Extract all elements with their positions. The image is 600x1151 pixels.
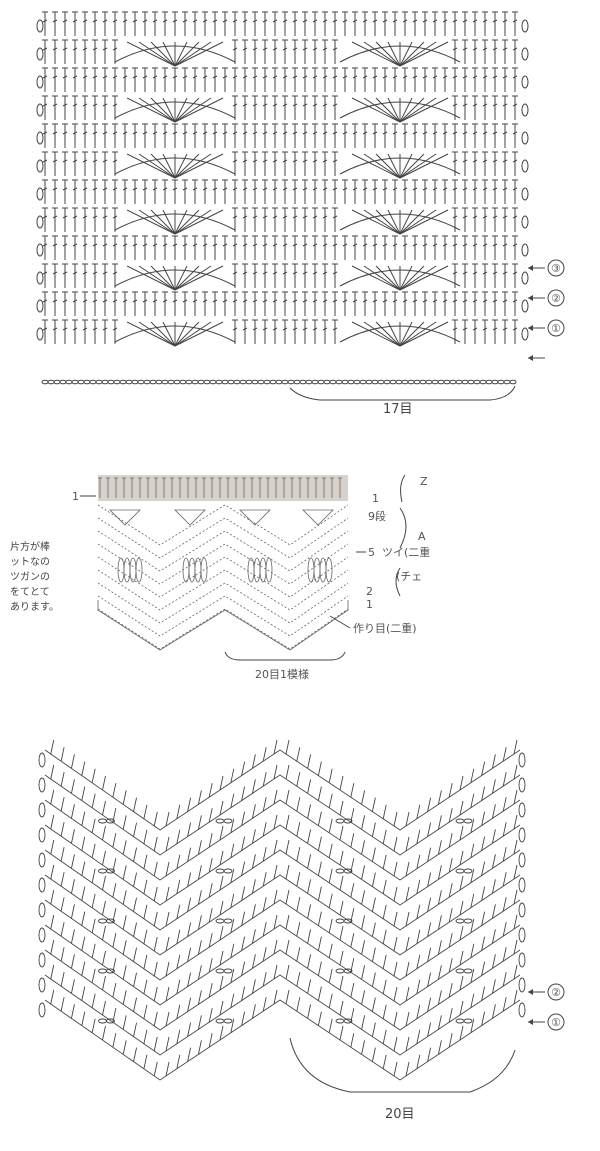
stitch-count-bracket xyxy=(289,1037,516,1093)
side-note-line: 片方が棒 xyxy=(10,542,50,553)
label-two: 2 xyxy=(366,585,373,598)
label-five: 5 xyxy=(368,546,375,559)
svg-text:①: ① xyxy=(551,1016,561,1029)
svg-text:②: ② xyxy=(551,986,561,999)
middle-chart-svg: 1 Z 1 9段 A 5 ツイ(二重 (チェ 2 1 作り目(二重) 20目1模… xyxy=(72,474,430,681)
top-crochet-chart: 17目 ③ ② ① xyxy=(0,0,600,430)
bottom-chart-svg: 20目 ② ① xyxy=(38,739,565,1122)
bottom-crochet-chart: 20目 ② ① xyxy=(0,720,600,1151)
repeat-bracket xyxy=(224,651,346,661)
top-band xyxy=(98,475,348,501)
middle-crochet-chart: 片方が棒 ットなの ツガンの をてとて あります。 1 Z 1 9段 A 5 ツ… xyxy=(0,430,600,720)
row-marker-3: ③ xyxy=(528,259,565,277)
side-note-line: ットなの xyxy=(10,557,50,568)
label-rows: 9段 xyxy=(368,509,386,523)
side-note-line: をてとて xyxy=(10,587,50,598)
label-a: A xyxy=(418,530,426,543)
label-one: 1 xyxy=(372,492,379,505)
side-note-line: あります。 xyxy=(10,602,59,613)
row-marker-2: ② xyxy=(528,289,565,307)
label-note: ツイ(二重 xyxy=(382,545,430,559)
repeat-label: 20目1模様 xyxy=(255,667,309,681)
label-one-b: 1 xyxy=(366,598,373,611)
stitch-count-bracket xyxy=(289,385,516,401)
side-note-line: ツガンの xyxy=(10,572,50,583)
stitch-count-label: 20目 xyxy=(385,1107,415,1122)
left-row-label: 1 xyxy=(72,490,79,503)
row-marker-start xyxy=(528,355,545,361)
svg-text:②: ② xyxy=(551,292,561,305)
row-marker-2: ② xyxy=(528,983,565,1001)
svg-text:①: ① xyxy=(551,322,561,335)
svg-text:③: ③ xyxy=(551,262,561,275)
stitch-count-label: 17目 xyxy=(383,402,413,417)
label-chain: (チェ xyxy=(396,570,422,583)
side-note: 片方が棒 ットなの ツガンの をてとて あります。 xyxy=(10,540,90,615)
row-marker-1: ① xyxy=(528,1013,565,1031)
row-marker-1: ① xyxy=(528,319,565,337)
label-z: Z xyxy=(420,475,428,488)
label-foundation: 作り目(二重) xyxy=(353,621,417,635)
top-chart-svg: 17目 ③ ② ① xyxy=(36,11,565,417)
